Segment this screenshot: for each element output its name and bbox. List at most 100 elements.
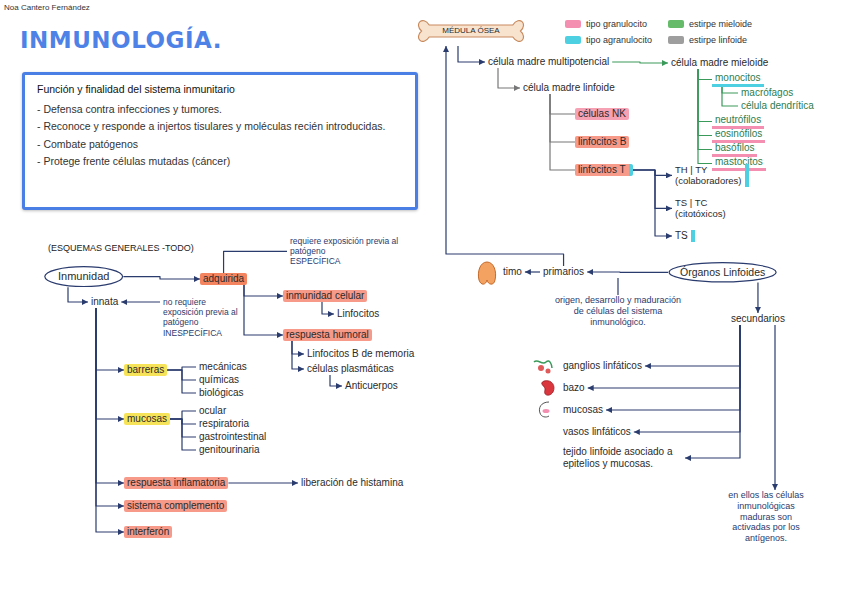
text-node: macrófagos (738, 87, 796, 99)
node-note: ESPECÍFICA (290, 256, 412, 266)
node-label: no requiere exposición previa al patógen… (163, 297, 245, 328)
legend-item: estirpe linfoide (668, 35, 747, 45)
connector (170, 419, 196, 450)
node-label: interferón (127, 526, 169, 538)
connector (458, 46, 485, 62)
page-title: INMUNOLOGÍA. (20, 27, 222, 53)
text-node: origen, desarrollo y maduración de célul… (548, 295, 688, 327)
node-label: macrófagos (741, 87, 793, 99)
text-node: célula madre mieloide (668, 57, 771, 69)
node-label: linfocitos T (578, 164, 626, 176)
text-node: genitourinaria (196, 444, 263, 456)
node-note: INESPECÍFICA (163, 328, 245, 338)
bullet-text: - Protege frente células mutadas (cáncer… (37, 155, 403, 168)
text-node: químicas (196, 374, 242, 386)
connector (292, 341, 304, 369)
text-node: biológicas (196, 387, 246, 399)
text-node: liberación de histamina (298, 477, 406, 489)
node-label: Órganos Linfoides (680, 266, 765, 279)
highlight-node: células NK (575, 108, 629, 120)
node-label: requiere exposición previa al patógeno (290, 236, 412, 256)
info-box: Función y finalidad del sistema inmunita… (22, 72, 418, 210)
connector (587, 271, 668, 272)
connector (228, 482, 298, 483)
connector (774, 325, 775, 490)
bullet-text: - Reconoce y responde a injertos tisular… (37, 120, 403, 133)
text-node: en ellos las células inmunológicas madur… (720, 490, 812, 544)
text-node: mucosas (560, 404, 606, 416)
text-node: tejido linfoide asociado a epitelios y m… (560, 446, 685, 470)
node-label: célula madre multipotencial (488, 56, 609, 68)
legend-swatch (565, 36, 581, 44)
node-label: primarios (543, 266, 584, 278)
connector (757, 283, 758, 313)
text-node: timo (500, 266, 525, 278)
connector (698, 69, 712, 80)
text-node: requiere exposición previa al patógenoES… (287, 236, 415, 267)
connector (685, 325, 740, 458)
box-heading: Función y finalidad del sistema inmunita… (37, 83, 403, 96)
connector (645, 325, 740, 366)
highlight-node: interferón (124, 526, 172, 538)
connector (525, 271, 540, 272)
mucosa-icon (539, 402, 549, 417)
text-node: TH | TY(colaboradores) (672, 164, 749, 187)
node-label: mucosas (127, 413, 167, 425)
node-label: linfocitos B (578, 136, 626, 148)
connector (96, 308, 124, 370)
node-label: célula dendrítica (741, 100, 814, 112)
node-label: mastocitos (715, 156, 763, 168)
node-label: mecánicas (199, 361, 247, 373)
text-node: ocular (196, 405, 229, 417)
text-node: bazo (560, 382, 588, 394)
node-label: gastrointestinal (199, 431, 266, 443)
section-note: (ESQUEMAS GENERALES -TODO) (48, 243, 194, 253)
highlight-node: sistema complemento (124, 500, 227, 512)
connector (96, 308, 124, 532)
connector (722, 87, 738, 106)
legend-text: estirpe linfoide (689, 35, 747, 45)
text-node: TS | TC(citotóxicos) (672, 197, 729, 220)
connector (498, 68, 520, 88)
node-label: basófilos (715, 142, 754, 154)
connector (633, 170, 672, 175)
node-label: células NK (578, 108, 626, 120)
text-node: células plasmáticas (304, 363, 397, 375)
connector (633, 170, 672, 236)
text-node: Linfocitos B de memoria (304, 348, 417, 360)
oval-node: Órganos Linfoides (668, 262, 777, 283)
connector (633, 170, 672, 208)
node-label: TS (675, 230, 688, 242)
connector (170, 419, 196, 424)
highlight-node: linfocitos T (575, 164, 633, 176)
author-name: Noa Cantero Fernández (4, 3, 90, 12)
node-label: barreras (127, 364, 164, 376)
text-node: gastrointestinal (196, 431, 269, 443)
bullet-text: - Combate patógenos (37, 138, 403, 151)
node-label: monocitos (715, 72, 761, 84)
legend-swatch (668, 20, 684, 28)
node-label: adquirida (203, 273, 244, 285)
legend-swatch (565, 20, 581, 28)
node-note: (colaboradores) (675, 175, 742, 186)
text-node: célula madre multipotencial (485, 56, 612, 68)
thymus-icon (478, 262, 495, 284)
legend-swatch (668, 36, 684, 44)
node-label: secundarios (731, 313, 785, 325)
node-label: tejido linfoide asociado a epitelios y m… (563, 446, 682, 470)
node-label: genitourinaria (199, 444, 260, 456)
legend-item: tipo granulocito (565, 19, 647, 29)
connector (550, 94, 575, 142)
node-label: timo (503, 266, 522, 278)
node-label: ocular (199, 405, 226, 417)
node-label: Inmunidad (58, 270, 109, 283)
highlight-node: linfocitos B (575, 136, 629, 148)
node-label: células plasmáticas (307, 363, 394, 375)
connector (698, 69, 712, 164)
node-label: respuesta inflamatoria (127, 477, 225, 489)
text-node: ganglios linfáticos (560, 360, 645, 372)
node-label: en ellos las células inmunológicas madur… (723, 490, 809, 544)
highlight-node: inmunidad celular (283, 290, 367, 302)
connector (612, 62, 668, 63)
node-label: TS | TC (675, 197, 726, 208)
